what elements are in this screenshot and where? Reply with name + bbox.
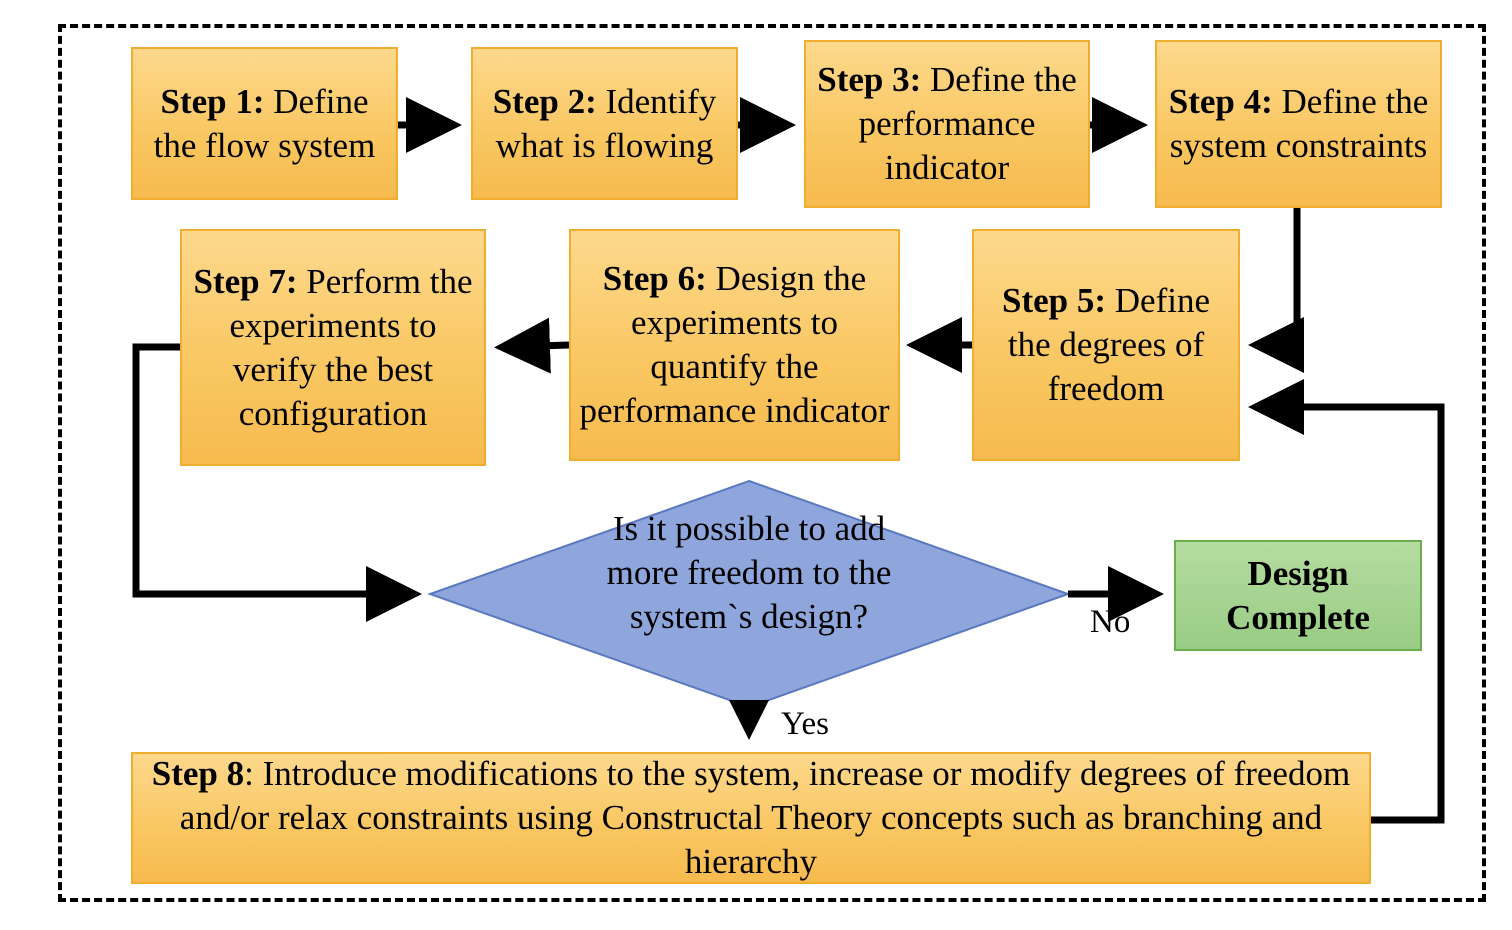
step-3-text: Define the performance indicator xyxy=(858,60,1077,187)
step-4-label: Step 4: xyxy=(1168,82,1273,121)
step-7-label: Step 7: xyxy=(193,261,298,301)
step-1-text: Define the flow system xyxy=(153,81,376,165)
step-1-box: Step 1: Define the flow system xyxy=(131,47,398,200)
step-1-label: Step 1: xyxy=(160,81,265,121)
step-4-box: Step 4: Define the system constraints xyxy=(1155,40,1442,208)
arrow-step7-decision xyxy=(132,343,422,622)
step-7-text: Perform the experiments to verify the be… xyxy=(229,261,473,433)
step-7-box: Step 7: Perform the experiments to verif… xyxy=(180,229,486,466)
design-complete-text: Design Complete xyxy=(1226,553,1370,637)
step-2-label: Step 2: xyxy=(492,81,597,121)
no-label: No xyxy=(1090,604,1131,640)
yes-label: Yes xyxy=(781,706,830,742)
step-6-text: Design the experiments to quantify the p… xyxy=(579,259,890,430)
step-6-label: Step 6: xyxy=(602,259,707,298)
step-4-text: Define the system constraints xyxy=(1169,82,1429,165)
step-5-label: Step 5: xyxy=(1001,281,1107,320)
step-5-text: Define the degrees of freedom xyxy=(1007,281,1210,408)
arrow-step6-step7 xyxy=(494,317,570,374)
step-3-label: Step 3: xyxy=(817,60,922,99)
step-2-box: Step 2: Identify what is flowing xyxy=(471,47,738,200)
step-2-text: Identify what is flowing xyxy=(495,81,717,165)
step-3-box: Step 3: Define the performance indicator xyxy=(804,40,1090,208)
step-8-box: Step 8: Introduce modifications to the s… xyxy=(131,752,1371,884)
design-complete-box: Design Complete xyxy=(1174,540,1422,651)
step-8-label: Step 8 xyxy=(151,754,245,793)
arrow-step4-step5 xyxy=(1248,208,1304,373)
arrow-step8-step5 xyxy=(1248,379,1445,824)
step-6-box: Step 6: Design the experiments to quanti… xyxy=(569,229,900,461)
dashed-frame xyxy=(58,24,1486,902)
step-5-box: Step 5: Define the degrees of freedom xyxy=(972,229,1240,461)
step-8-text: : Introduce modifications to the system,… xyxy=(179,754,1351,881)
decision-question: Is it possible to add more freedom to th… xyxy=(606,509,892,636)
